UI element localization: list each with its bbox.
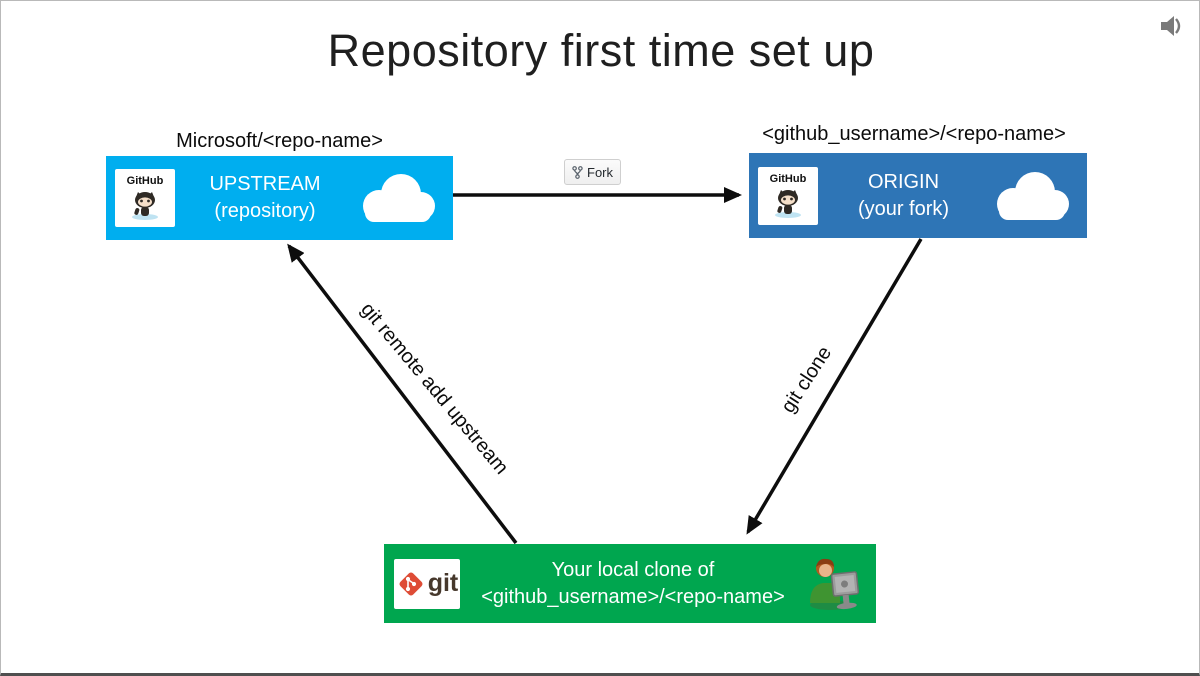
github-logo-text: GitHub	[126, 175, 164, 187]
edge-label-git-clone: git clone	[777, 342, 837, 417]
upstream-caption: Microsoft/<repo-name>	[176, 130, 383, 152]
origin-label: ORIGIN (your fork)	[818, 169, 989, 223]
local-clone-line2: <github_username>/<repo-name>	[481, 585, 785, 608]
origin-label-line2: (your fork)	[857, 197, 950, 220]
origin-label-line1: ORIGIN	[867, 170, 940, 193]
origin-box: GitHub ORIGIN (your fork)	[749, 153, 1087, 238]
github-logo-text: GitHub	[769, 172, 807, 185]
cloud-icon	[997, 171, 1069, 220]
upstream-label-line2: (repository)	[214, 200, 316, 222]
upstream-box: GitHub UPSTREAM (repository)	[106, 156, 453, 240]
arrow-git-clone	[746, 238, 923, 535]
edge-label-git-remote-add-upstream: git remote add upstream	[356, 298, 513, 479]
cloud-icon	[363, 174, 435, 222]
speaker-icon-glyph	[1161, 16, 1181, 36]
github-logo: GitHub	[115, 169, 175, 227]
upstream-label: UPSTREAM (repository)	[175, 171, 355, 225]
slide-title: Repository first time set up	[327, 25, 875, 76]
origin-caption: <github_username>/<repo-name>	[762, 123, 1066, 145]
speaker-icon[interactable]	[1157, 14, 1185, 38]
person-at-computer-icon	[810, 558, 860, 610]
local-clone-label: Your local clone of <github_username>/<r…	[460, 557, 806, 611]
github-logo: GitHub	[758, 166, 818, 225]
git-diamond-icon	[399, 572, 423, 595]
octocat-icon	[775, 189, 801, 218]
octocat-icon	[132, 192, 158, 220]
fork-button-label: Fork	[587, 164, 613, 180]
git-logo-text: git	[427, 569, 459, 597]
local-clone-line1: Your local clone of	[551, 558, 715, 581]
fork-button: Fork	[564, 159, 621, 185]
arrow-remote-add-upstream	[287, 243, 518, 545]
git-logo: git	[394, 558, 460, 609]
upstream-label-line1: UPSTREAM	[209, 173, 321, 195]
local-clone-box: git Your local clone of <github_username…	[384, 544, 876, 623]
fork-icon	[572, 165, 583, 179]
